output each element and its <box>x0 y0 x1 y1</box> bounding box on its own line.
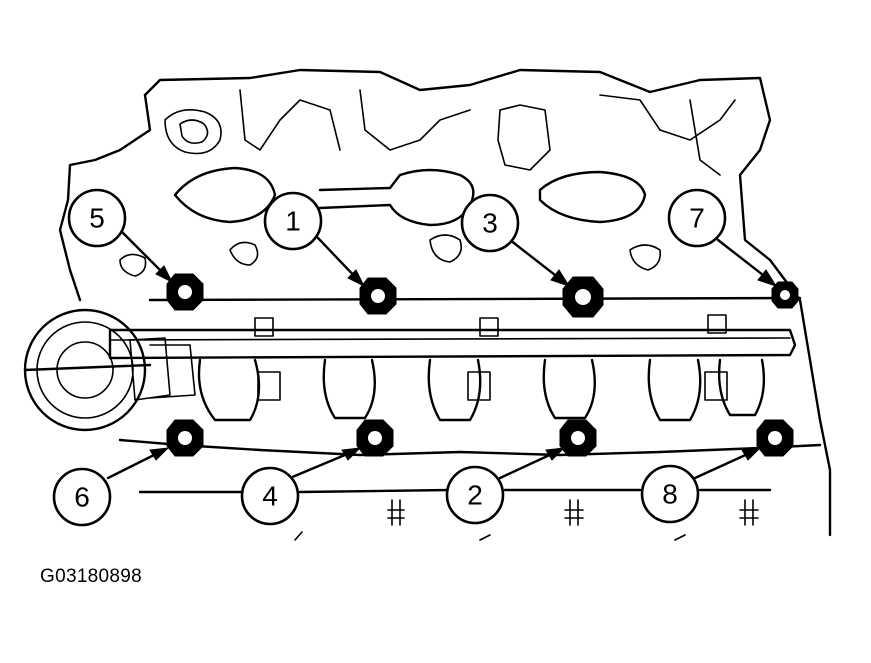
leader-4 <box>288 450 354 480</box>
callout-7: 7 <box>667 188 727 248</box>
callout-3: 3 <box>460 193 520 253</box>
callout-5-label: 5 <box>89 203 105 234</box>
timing-sprocket <box>23 308 196 432</box>
arrowhead-3 <box>550 269 571 287</box>
callout-8: 8 <box>640 464 700 524</box>
arrowhead-8 <box>741 447 762 461</box>
leader-arrows <box>106 228 778 480</box>
callout-1-label: 1 <box>285 206 301 237</box>
arrowhead-6 <box>149 447 170 461</box>
callout-2-label: 2 <box>467 480 483 511</box>
callout-4-label: 4 <box>262 481 278 512</box>
callout-1: 1 <box>263 191 323 251</box>
arrowhead-7 <box>757 269 778 287</box>
arrowhead-1 <box>347 269 366 288</box>
bolt-6 <box>166 419 204 457</box>
bolt-8 <box>756 419 794 457</box>
leader-8 <box>693 450 754 480</box>
arrowhead-2 <box>545 447 566 461</box>
leader-6 <box>106 450 162 480</box>
leader-2 <box>498 450 558 480</box>
callout-3-label: 3 <box>482 208 498 239</box>
bolt-1 <box>359 277 397 315</box>
callout-4: 4 <box>240 466 300 526</box>
callout-8-label: 8 <box>662 479 678 510</box>
callout-6-label: 6 <box>74 482 90 513</box>
figure-id: G03180898 <box>40 566 143 587</box>
callout-6: 6 <box>52 467 112 527</box>
engine-head-outline <box>58 68 832 541</box>
bolt-3 <box>562 276 604 318</box>
callout-7-label: 7 <box>689 203 705 234</box>
camshaft-bolts <box>166 273 799 457</box>
arrowhead-5 <box>155 265 174 284</box>
bolt-4 <box>356 419 394 457</box>
callout-5: 5 <box>67 188 127 248</box>
bolt-5 <box>166 273 204 311</box>
bolt-7 <box>771 281 799 309</box>
arrowhead-4 <box>341 447 362 461</box>
bolt-2 <box>559 419 597 457</box>
callout-2: 2 <box>445 465 505 525</box>
